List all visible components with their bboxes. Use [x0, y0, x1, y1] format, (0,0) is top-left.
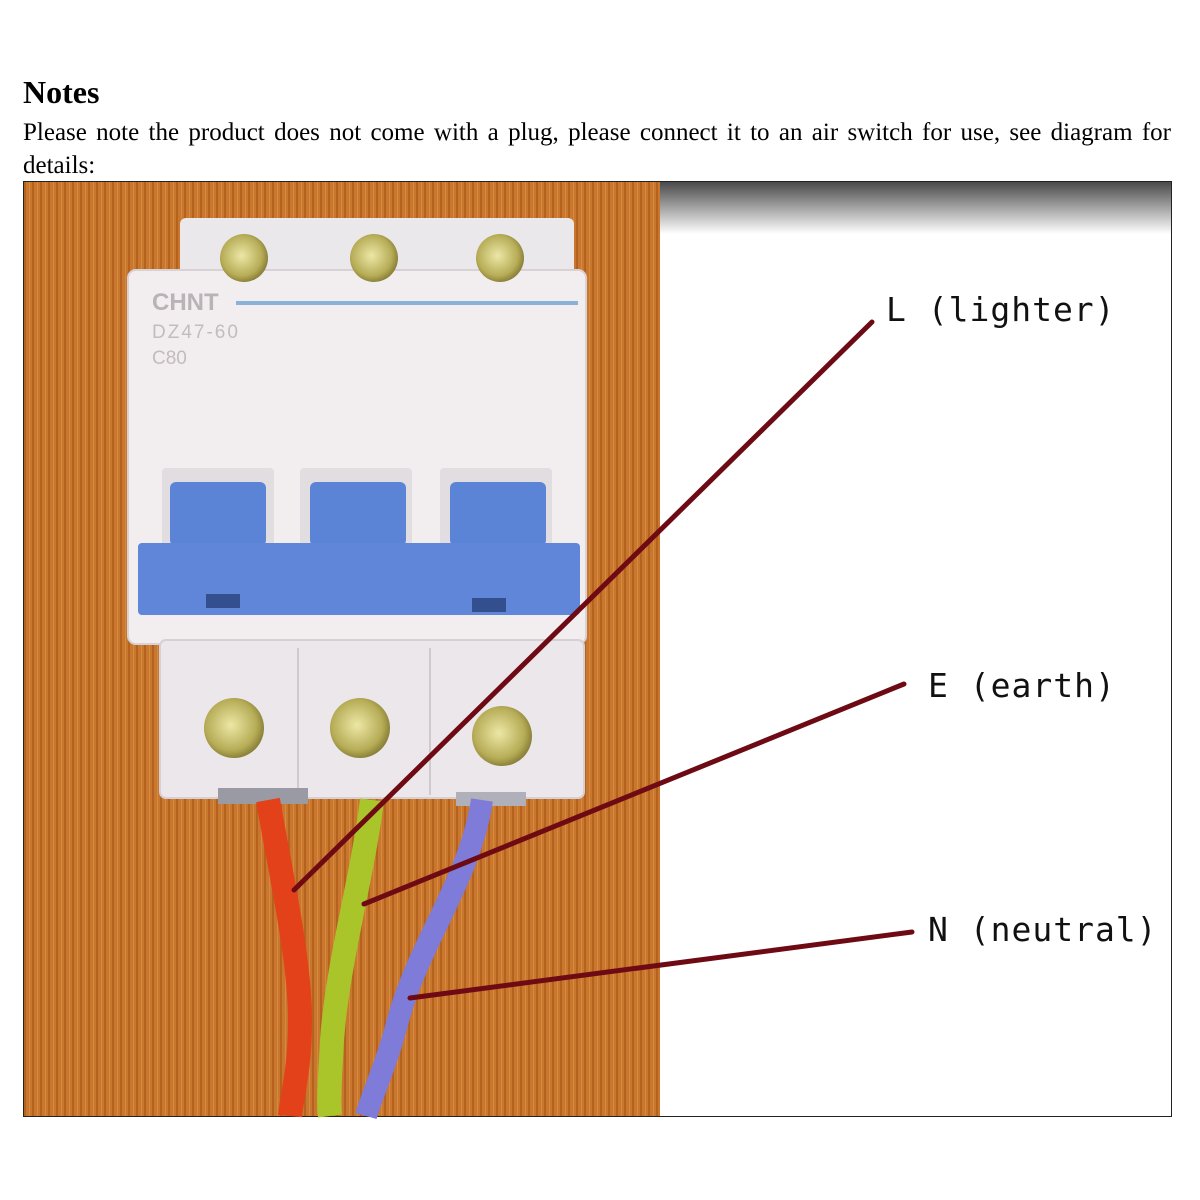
neutral-pointer-line	[407, 929, 915, 1001]
screw-bottom-3	[472, 706, 532, 766]
breaker-brand: CHNT	[152, 289, 219, 316]
live-pointer-line	[291, 319, 875, 893]
earth-wire	[317, 798, 384, 1118]
top-fade-strip	[660, 182, 1171, 234]
breaker-rating: C80	[152, 348, 187, 369]
screw-top-3	[476, 234, 524, 282]
notes-heading: Notes	[23, 74, 100, 110]
screw-bottom-1	[204, 698, 264, 758]
toggle-bar	[138, 543, 580, 615]
toggle-handle-2	[310, 482, 406, 546]
earth-pointer-line	[361, 681, 907, 907]
earth-label: E (earth)	[928, 666, 1116, 705]
live-label: L (lighter)	[886, 290, 1116, 329]
notes-text: Please note the product does not come wi…	[23, 119, 1171, 179]
breaker-model: DZ47-60	[152, 322, 240, 343]
screw-bottom-2	[330, 698, 390, 758]
neutral-label: N (neutral)	[928, 910, 1158, 949]
toggle-handle-1	[170, 482, 266, 546]
circuit-breaker: CHNT DZ47-60 C80	[127, 218, 587, 806]
live-wire	[256, 797, 313, 1118]
toggle-handle-3	[450, 482, 546, 546]
screw-top-1	[220, 234, 268, 282]
screw-top-2	[350, 234, 398, 282]
neutral-wire	[355, 798, 493, 1120]
